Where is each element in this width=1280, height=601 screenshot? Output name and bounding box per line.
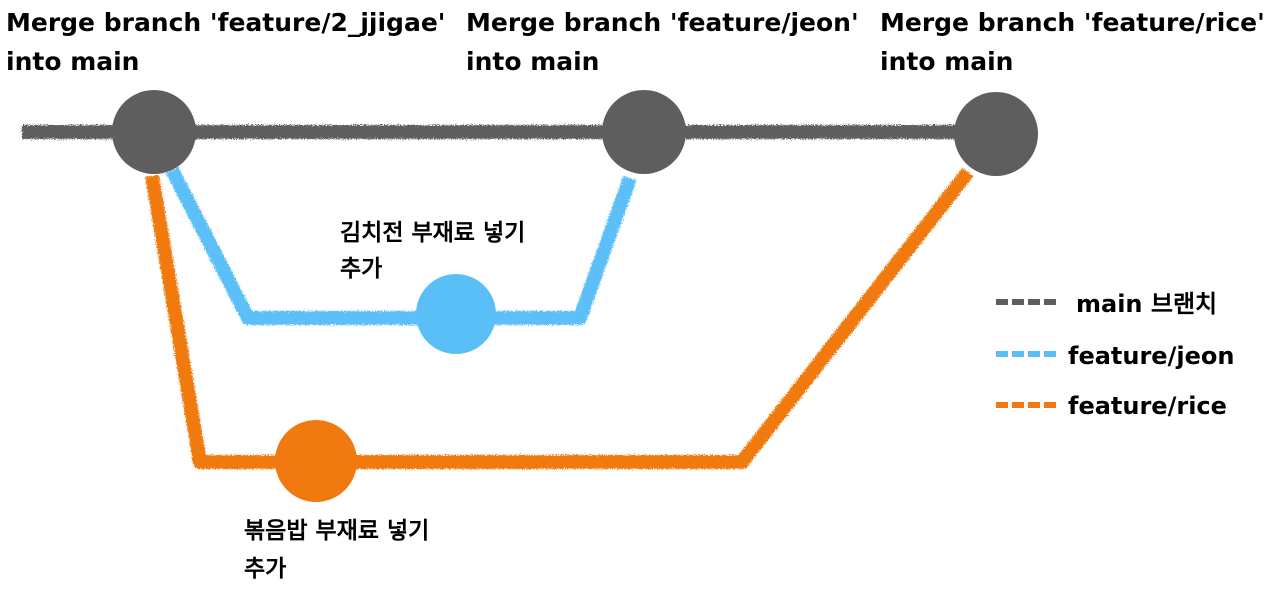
legend-rice-label: feature/rice bbox=[1068, 392, 1227, 420]
merge-jeon-label-line1: Merge branch 'feature/jeon' bbox=[466, 8, 859, 37]
legend-main-label: main 브랜치 bbox=[1076, 290, 1217, 318]
merge-jeon-node bbox=[602, 90, 686, 174]
legend-jeon-label: feature/jeon bbox=[1068, 342, 1234, 370]
merge-jjigae-label-line2: into main bbox=[6, 47, 139, 76]
jeon-branch-line bbox=[165, 166, 637, 325]
legend: main 브랜치 feature/jeon feature/rice bbox=[996, 290, 1234, 420]
merge-jjigae-label-line1: Merge branch 'feature/2_jjigae' bbox=[6, 8, 445, 37]
merge-rice-node bbox=[954, 92, 1038, 176]
rice-commit-label-line1: 볶음밥 부재료 넣기 bbox=[244, 518, 429, 544]
rice-branch-line bbox=[145, 167, 974, 469]
merge-jeon-label-line2: into main bbox=[466, 47, 599, 76]
merge-rice-label-line1: Merge branch 'feature/rice' bbox=[880, 8, 1265, 37]
jeon-commit-node bbox=[416, 274, 496, 354]
rice-commit-node bbox=[275, 420, 357, 502]
jeon-commit-label-line2: 추가 bbox=[340, 256, 382, 282]
merge-rice-label-line2: into main bbox=[880, 47, 1013, 76]
rice-commit-label-line2: 추가 bbox=[244, 556, 286, 582]
merge-jjigae-node bbox=[112, 90, 196, 174]
jeon-commit-label-line1: 김치전 부재료 넣기 bbox=[340, 220, 525, 246]
